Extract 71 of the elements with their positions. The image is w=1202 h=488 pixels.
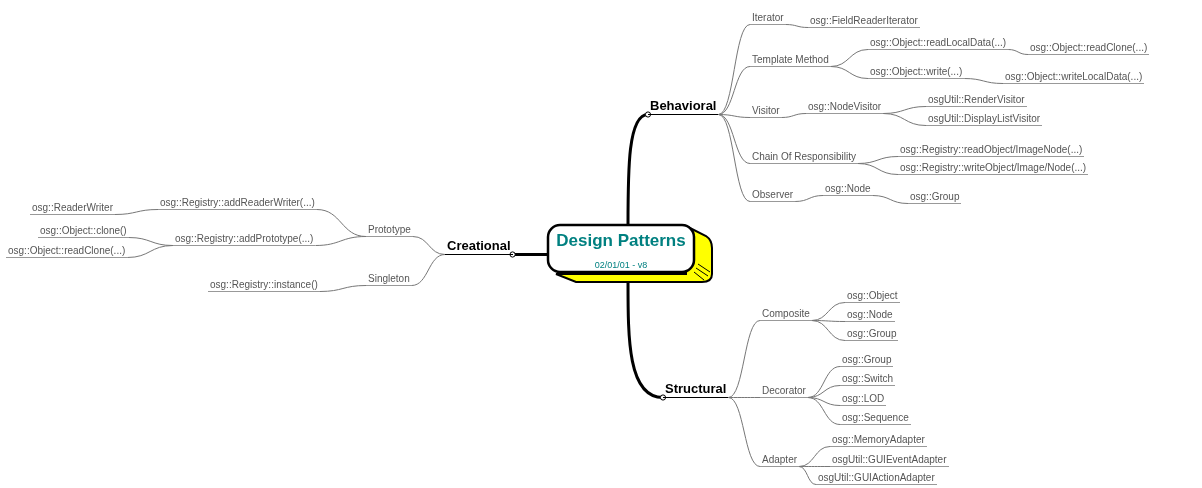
branch-line <box>872 195 909 204</box>
branch-line <box>718 24 751 115</box>
branch-line <box>963 78 1004 84</box>
branch-line <box>718 66 751 115</box>
subtopic: Observer <box>750 188 796 202</box>
branch-line <box>718 114 751 118</box>
subtopic: osg::Registry::instance() <box>208 278 320 292</box>
branch-line <box>319 285 367 292</box>
subtopic: osg::Node <box>823 182 873 196</box>
subtopic: Visitor <box>750 104 782 118</box>
branch-line <box>811 320 846 341</box>
subtopic: osg::ReaderWriter <box>30 201 115 215</box>
subtopic: osg::Registry::addReaderWriter(...) <box>158 196 317 210</box>
branch-line <box>626 281 667 401</box>
subtopic: osg::Object::readClone(...) <box>1028 41 1150 55</box>
subtopic: osg::Object::readClone(...) <box>6 244 128 258</box>
subtopic: osg::Group <box>840 353 894 367</box>
branch-topic: Creational <box>445 238 513 255</box>
branch-line <box>798 466 817 485</box>
branch-line <box>411 254 446 286</box>
subtopic: osg::Node <box>845 308 895 322</box>
branch-line <box>785 24 809 28</box>
branch-line <box>794 195 824 202</box>
branch-line <box>314 236 367 246</box>
branch-line <box>1007 49 1029 55</box>
subtopic: Singleton <box>366 272 412 286</box>
branch-line <box>412 236 446 255</box>
branch-line <box>781 113 807 118</box>
branch-line <box>830 66 869 79</box>
subtopic: osgUtil::DisplayListVisitor <box>926 112 1043 126</box>
subtopic: osg::Group <box>845 327 899 341</box>
branch-line <box>807 366 841 398</box>
subtopic: osg::Object::clone() <box>38 224 129 238</box>
subtopic: osgUtil::GUIEventAdapter <box>830 453 949 467</box>
subtopic: osg::Object::writeLocalData(...) <box>1003 70 1145 84</box>
subtopic: osg::Object::readLocalData(...) <box>868 36 1009 50</box>
subtopic: osg::FieldReaderIterator <box>808 14 920 28</box>
branch-line <box>126 245 174 258</box>
branch-line <box>727 397 761 467</box>
subtopic: osg::Object::write(...) <box>868 65 965 79</box>
branch-line <box>509 251 548 258</box>
subtopic: osg::Group <box>908 190 962 204</box>
branch-line <box>114 209 159 215</box>
branch-line <box>811 302 846 321</box>
subtopic: osg::Registry::addPrototype(...) <box>173 232 316 246</box>
branch-line <box>882 113 927 126</box>
branch-line <box>727 320 761 398</box>
subtopic: Iterator <box>750 11 786 25</box>
branch-line <box>807 397 841 425</box>
subtopic: osgUtil::GUIActionAdapter <box>816 471 937 485</box>
branch-line <box>857 163 899 175</box>
subtopic: osg::LOD <box>840 392 887 406</box>
subtopic: Template Method <box>750 53 831 67</box>
subtopic: Composite <box>760 307 812 321</box>
subtopic: osgUtil::RenderVisitor <box>926 93 1027 107</box>
subtopic: Chain Of Responsibility <box>750 150 858 164</box>
branch-line <box>718 114 751 202</box>
subtopic: osg::Registry::writeObject/Image/Node(...) <box>898 161 1089 175</box>
subtopic: osg::NodeVisitor <box>806 100 884 114</box>
subtopic: osg::Switch <box>840 372 896 386</box>
subtopic: osg::Registry::readObject/ImageNode(...) <box>898 143 1085 157</box>
branch-topic: Behavioral <box>648 98 719 115</box>
subtopic: Adapter <box>760 453 800 467</box>
subtopic: osg::Sequence <box>840 411 911 425</box>
subtopic: Prototype <box>366 223 413 237</box>
subtopic: osg::Object <box>845 289 900 303</box>
subtopic: Decorator <box>760 384 808 398</box>
branch-topic: Structural <box>663 381 729 398</box>
subtopic: osg::MemoryAdapter <box>830 433 927 447</box>
branch-line <box>626 111 652 225</box>
branch-line <box>798 446 831 467</box>
